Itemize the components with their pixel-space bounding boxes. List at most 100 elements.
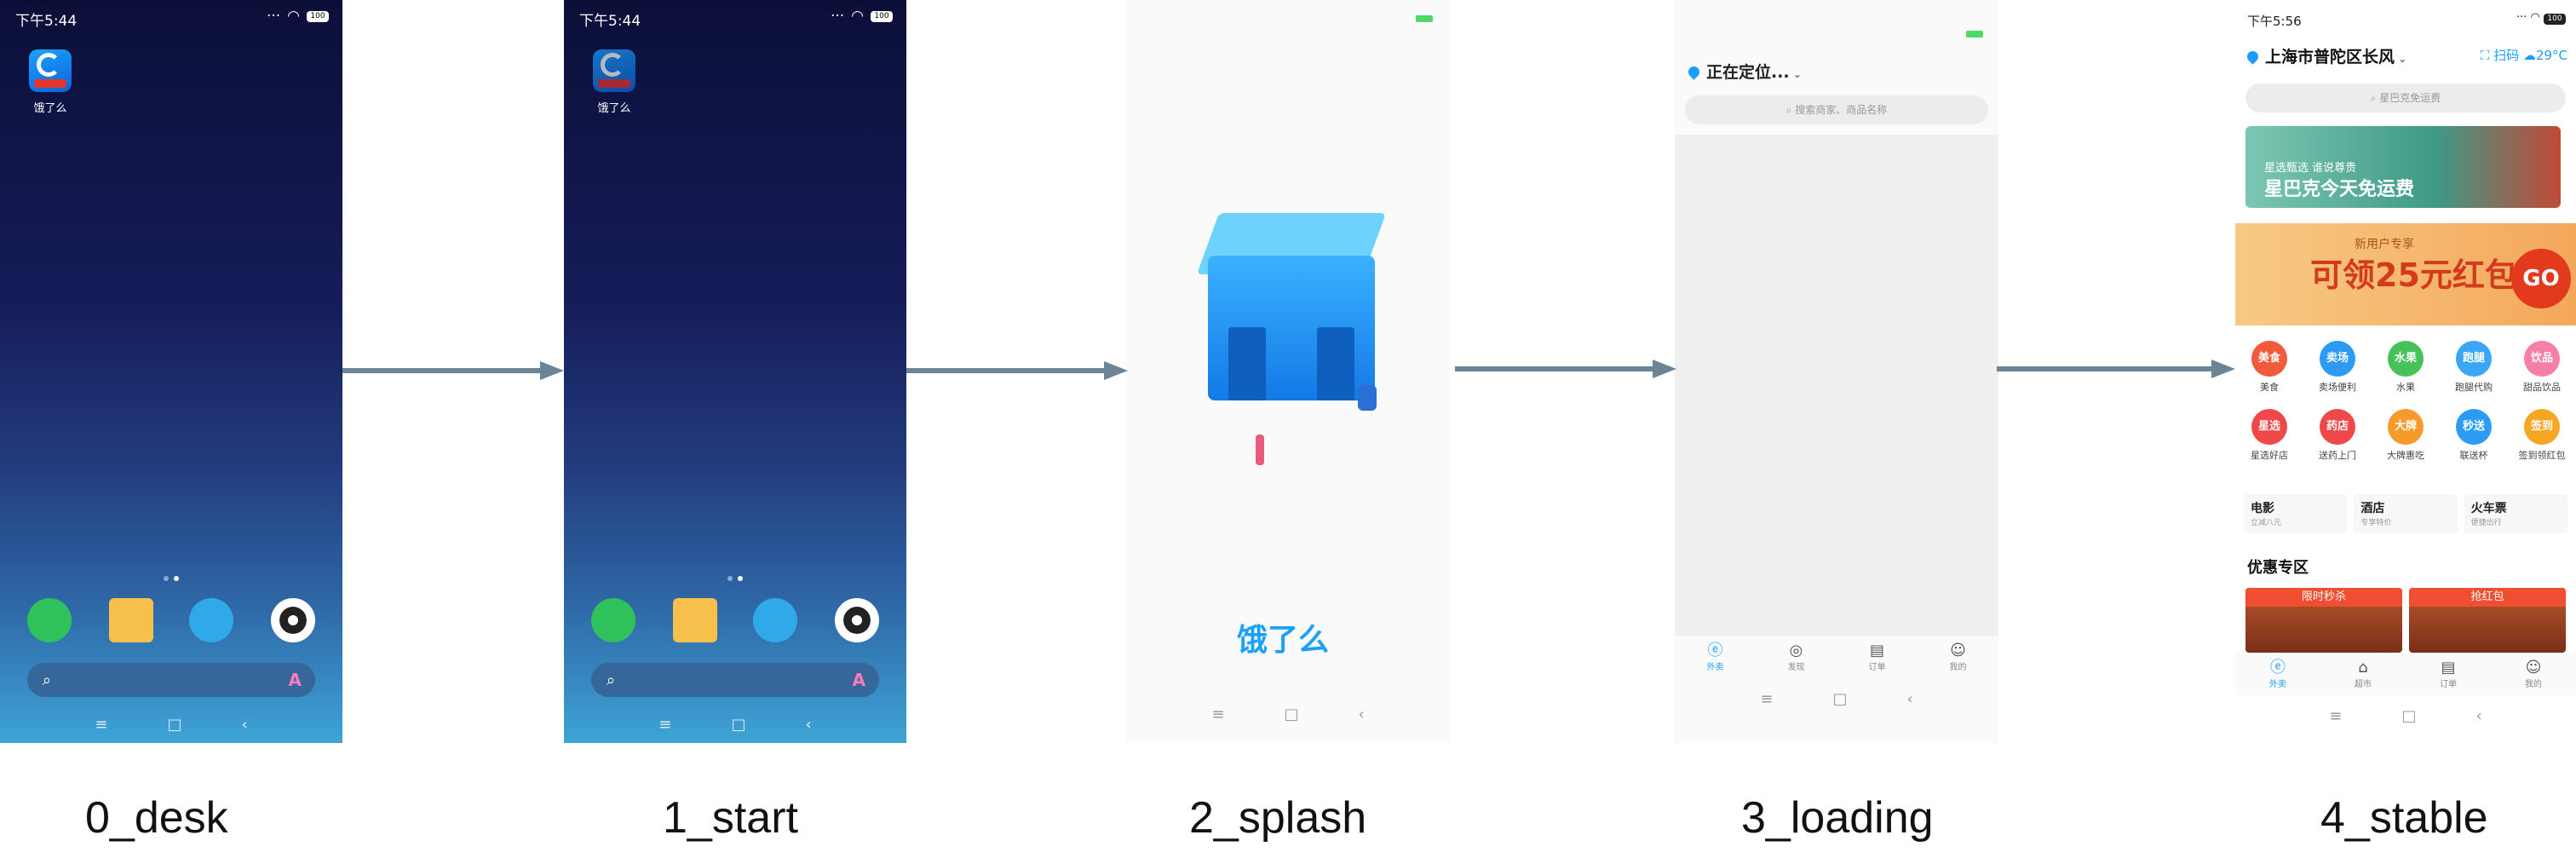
home-nav-icon[interactable]: □ [731,715,746,734]
status-time: 下午5:56 [2247,14,2302,29]
new-user-red-packet-banner[interactable]: 新用户专享 可领25元红包 GO [2235,223,2576,325]
search-icon: ⌕ [607,671,616,689]
tab-orders[interactable]: ▤订单 [1868,641,1886,672]
category-item[interactable]: 美食美食 [2238,341,2301,394]
flow-arrow-0-to-1 [342,361,564,380]
phone-screen-splash: 饿了么 ≡□‹ [1126,0,1450,743]
category-item[interactable]: 饮品甜品饮品 [2510,341,2573,394]
status-time: 下午5:44 [579,13,641,30]
user-icon: ☺ [2525,658,2542,677]
flow-arrow-1-to-2 [906,361,1128,380]
menu-nav-icon[interactable]: ≡ [2329,706,2343,725]
wifi-icon: ◠ [287,8,300,25]
deal-section-title: 优惠专区 [2247,559,2309,577]
navigation-bar: ≡ □ ‹ [2235,699,2576,733]
category-item[interactable]: 签到签到领红包 [2510,409,2573,462]
red-packet-card[interactable]: 抢红包 [2409,588,2566,653]
tab-profile[interactable]: ☺我的 [1949,641,1967,672]
stage-label: 2_splash [1189,793,1367,843]
banner-title: 星巴克今天免运费 [2264,179,2415,200]
banner-subtitle: 新用户专享 [2355,238,2414,251]
arrow-head [1104,361,1128,380]
location-header[interactable]: 正在定位... ⌄ [1686,60,1802,83]
menu-nav-icon[interactable]: ≡ [1760,689,1774,708]
camera-app-icon[interactable] [271,598,315,642]
category-item[interactable]: 星选星选好店 [2238,409,2301,462]
menu-nav-icon[interactable]: ≡ [1211,705,1225,723]
phone-screen-start: 下午5:44 ···◠100 饿了么 ⌕A ≡□‹ [564,0,906,743]
home-nav-icon[interactable]: □ [167,715,182,734]
category-row-1: 美食美食卖场卖场便利水果水果跑腿跑腿代购饮品甜品饮品 [2235,341,2576,394]
menu-nav-icon[interactable]: ≡ [95,715,108,734]
navigation-bar: ≡ □ ‹ [564,707,906,741]
browser-app-icon[interactable] [753,598,797,642]
category-item[interactable]: 水果水果 [2374,341,2437,394]
category-item[interactable]: 药店送药上门 [2306,409,2369,462]
category-label: 星选好店 [2251,450,2288,461]
category-item[interactable]: 卖场卖场便利 [2306,341,2369,394]
category-icon: 水果 [2388,341,2424,377]
service-movie[interactable]: 电影立减八元 [2244,494,2348,533]
order-icon: ▤ [1869,641,1884,659]
category-icon: 卖场 [2320,341,2355,377]
back-nav-icon[interactable]: ‹ [1906,689,1913,708]
battery-indicator [1416,15,1433,22]
app-label: 饿了么 [33,102,67,115]
service-train-ticket[interactable]: 火车票便捷出行 [2464,494,2567,533]
starbucks-banner[interactable]: 星选甄选 谁说尊贵 星巴克今天免运费 [2245,126,2561,208]
browser-app-icon[interactable] [189,598,233,642]
weather-icon: ☁ [2522,48,2536,63]
tab-profile[interactable]: ☺我的 [2525,658,2542,689]
battery-indicator [1966,31,1983,37]
notes-app-icon[interactable] [673,598,717,642]
splash-delivery-figure [1358,385,1377,411]
status-icons: ··· ◠ 100 [2516,11,2566,25]
category-item[interactable]: 秒送联送杯 [2442,409,2505,462]
back-nav-icon[interactable]: ‹ [805,715,812,734]
search-input[interactable]: ⌕ 星巴克免运费 [2245,83,2566,112]
category-icon: 签到 [2524,409,2560,445]
search-bar[interactable]: ⌕A [27,663,315,697]
back-nav-icon[interactable]: ‹ [2475,706,2482,725]
flash-sale-card[interactable]: 限时秒杀 [2245,588,2402,653]
eleme-app-icon-pressed[interactable] [593,49,635,92]
scan-icon[interactable]: ⛶ [2480,48,2490,63]
category-item[interactable]: 大牌大牌惠吃 [2374,409,2437,462]
go-button[interactable]: GO [2511,249,2571,308]
category-item[interactable]: 跑腿跑腿代购 [2442,341,2505,394]
category-icon: 药店 [2320,409,2355,445]
menu-nav-icon[interactable]: ≡ [658,715,672,734]
search-input[interactable]: ⌕ 搜索商家、商品名称 [1685,95,1988,124]
address-selector[interactable]: 上海市普陀区长风 ⌄ [2245,44,2406,67]
page-indicator [727,576,743,581]
category-icon: 饮品 [2524,341,2560,377]
tab-discover[interactable]: ◎发现 [1787,641,1805,672]
tab-orders[interactable]: ▤订单 [2440,658,2457,689]
status-bar: 下午5:44 ···◠100 [0,0,342,34]
home-nav-icon[interactable]: □ [2401,706,2417,725]
category-label: 跑腿代购 [2455,382,2493,393]
phone-app-icon[interactable] [591,598,635,642]
service-hotel[interactable]: 酒店专享特价 [2354,494,2458,533]
back-nav-icon[interactable]: ‹ [241,715,248,734]
camera-app-icon[interactable] [835,598,879,642]
home-nav-icon[interactable]: □ [1284,705,1299,723]
scan-label[interactable]: 扫码 [2493,48,2520,63]
phone-screen-desk: 下午5:44 ···◠100 饿了么 ⌕A ≡ □ ‹ [0,0,342,743]
address-text: 上海市普陀区长风 [2265,48,2395,66]
stage-label: 3_loading [1741,793,1934,843]
home-nav-icon[interactable]: □ [1832,689,1848,708]
status-icons: ···◠100 [267,8,329,25]
back-nav-icon[interactable]: ‹ [1358,705,1365,723]
search-icon: ⌕ [1785,104,1796,116]
tab-supermarket[interactable]: ⌂超市 [2355,658,2372,689]
eleme-tab-icon: ⓔ [1707,641,1723,659]
eleme-app-icon[interactable] [29,49,72,92]
phone-app-icon[interactable] [27,598,72,642]
notes-app-icon[interactable] [109,598,153,642]
signal-icon: ··· [830,8,845,25]
search-bar[interactable]: ⌕A [591,663,879,697]
